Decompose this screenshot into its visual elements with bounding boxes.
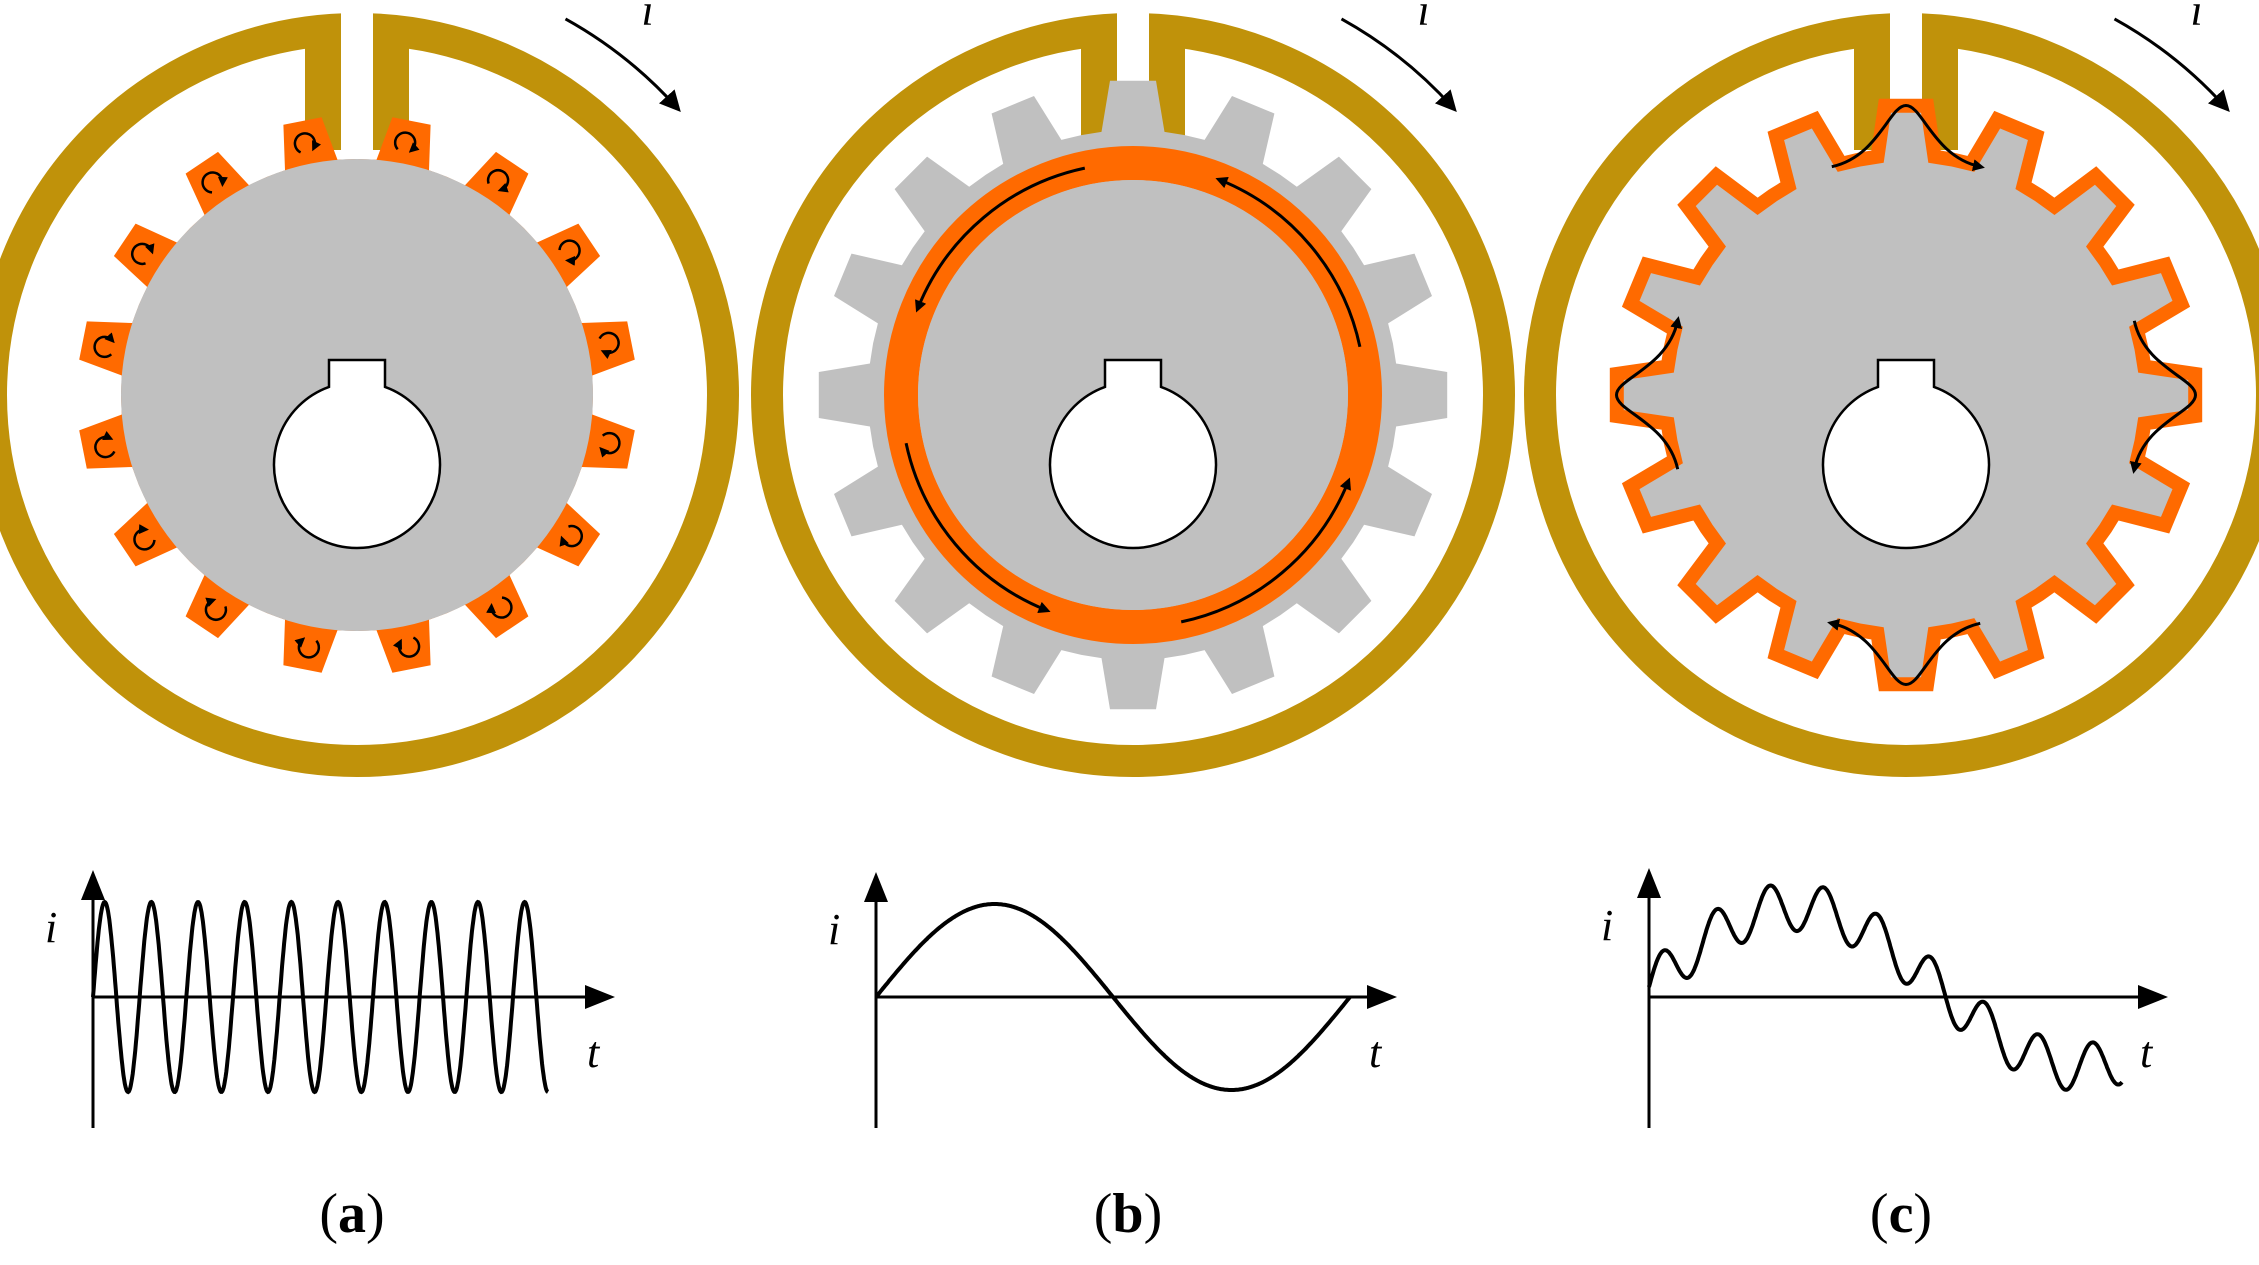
shaft-hole <box>1048 358 1218 550</box>
coil-current-arrow: i <box>1340 0 1457 112</box>
current-waveform <box>874 902 1352 1092</box>
eddy-loop <box>133 524 156 551</box>
x-axis-arrowhead <box>585 985 615 1009</box>
surface-current-arrow <box>1614 316 1683 470</box>
eddy-loop <box>559 524 584 548</box>
panel-caption: (c) <box>1870 1183 1932 1245</box>
eddy-loop <box>294 637 321 659</box>
surface-current-arrow <box>1827 618 1981 687</box>
eddy-loop <box>204 597 228 622</box>
y-axis-label: i <box>1601 901 1613 950</box>
eddy-loop <box>130 242 155 266</box>
eddy-loop <box>93 332 115 359</box>
eddy-direction-arrow <box>1215 177 1362 348</box>
panel-caption: (b) <box>1094 1183 1162 1245</box>
eddy-loop <box>599 431 621 458</box>
keyed-shaft-hole <box>1821 358 1991 550</box>
x-axis-label: t <box>2140 1028 2154 1077</box>
x-axis-arrowhead <box>2138 985 2168 1009</box>
eddy-current-pattern <box>93 131 621 659</box>
coil-current-arrow: i <box>564 0 681 112</box>
plot-axes <box>1637 868 2168 1128</box>
coil-current-arrow: i <box>2113 0 2230 112</box>
eddy-loop <box>293 132 322 154</box>
current-label: i <box>641 0 653 35</box>
eddy-current-ring <box>884 146 1382 644</box>
keyed-shaft-hole <box>272 358 442 550</box>
panel-b: i i t (b) <box>751 0 1515 1245</box>
eddy-loop <box>201 171 228 194</box>
sensor-gap <box>341 0 373 160</box>
surface-current-arrow <box>2129 320 2198 474</box>
plot-axes <box>81 870 615 1128</box>
eddy-direction-arrow <box>1180 477 1351 624</box>
panel-a: i i t (a) <box>0 0 739 1245</box>
keyed-shaft-hole <box>1048 358 1218 550</box>
eddy-loop <box>486 168 510 193</box>
current-plot: i t <box>828 872 1397 1128</box>
current-label: i <box>2190 0 2202 35</box>
current-label: i <box>1417 0 1429 35</box>
surface-current-arrow <box>1831 103 1985 172</box>
shaft-hole <box>272 358 442 550</box>
current-waveform <box>1647 883 2124 1092</box>
shaft-hole <box>1821 358 1991 550</box>
y-axis-label: i <box>45 903 57 952</box>
y-axis-label: i <box>828 905 840 954</box>
y-axis-arrowhead <box>864 872 888 902</box>
x-axis-label: t <box>587 1028 601 1077</box>
panel-caption: (a) <box>319 1183 384 1245</box>
eddy-direction-arrow <box>915 166 1086 313</box>
y-axis-arrowhead <box>81 870 105 900</box>
eddy-loop <box>94 430 116 459</box>
current-plot: i t <box>45 870 615 1128</box>
panel-c: i i t (c) <box>1524 0 2259 1245</box>
current-plot: i t <box>1601 868 2168 1128</box>
eddy-loop <box>392 636 421 658</box>
sensor-coil <box>0 0 739 777</box>
eddy-current-pattern <box>1614 103 2198 687</box>
x-axis-label: t <box>1369 1028 1383 1077</box>
eddy-loop <box>486 596 513 619</box>
eddy-direction-arrow <box>904 442 1051 613</box>
eddy-loop <box>558 239 581 266</box>
current-waveform <box>91 899 550 1095</box>
eddy-loop <box>393 131 420 153</box>
plot-axes <box>864 872 1397 1128</box>
eddy-current-pattern <box>904 166 1362 624</box>
y-axis-arrowhead <box>1637 868 1661 898</box>
eddy-loop <box>598 331 620 360</box>
x-axis-arrowhead <box>1367 985 1397 1009</box>
